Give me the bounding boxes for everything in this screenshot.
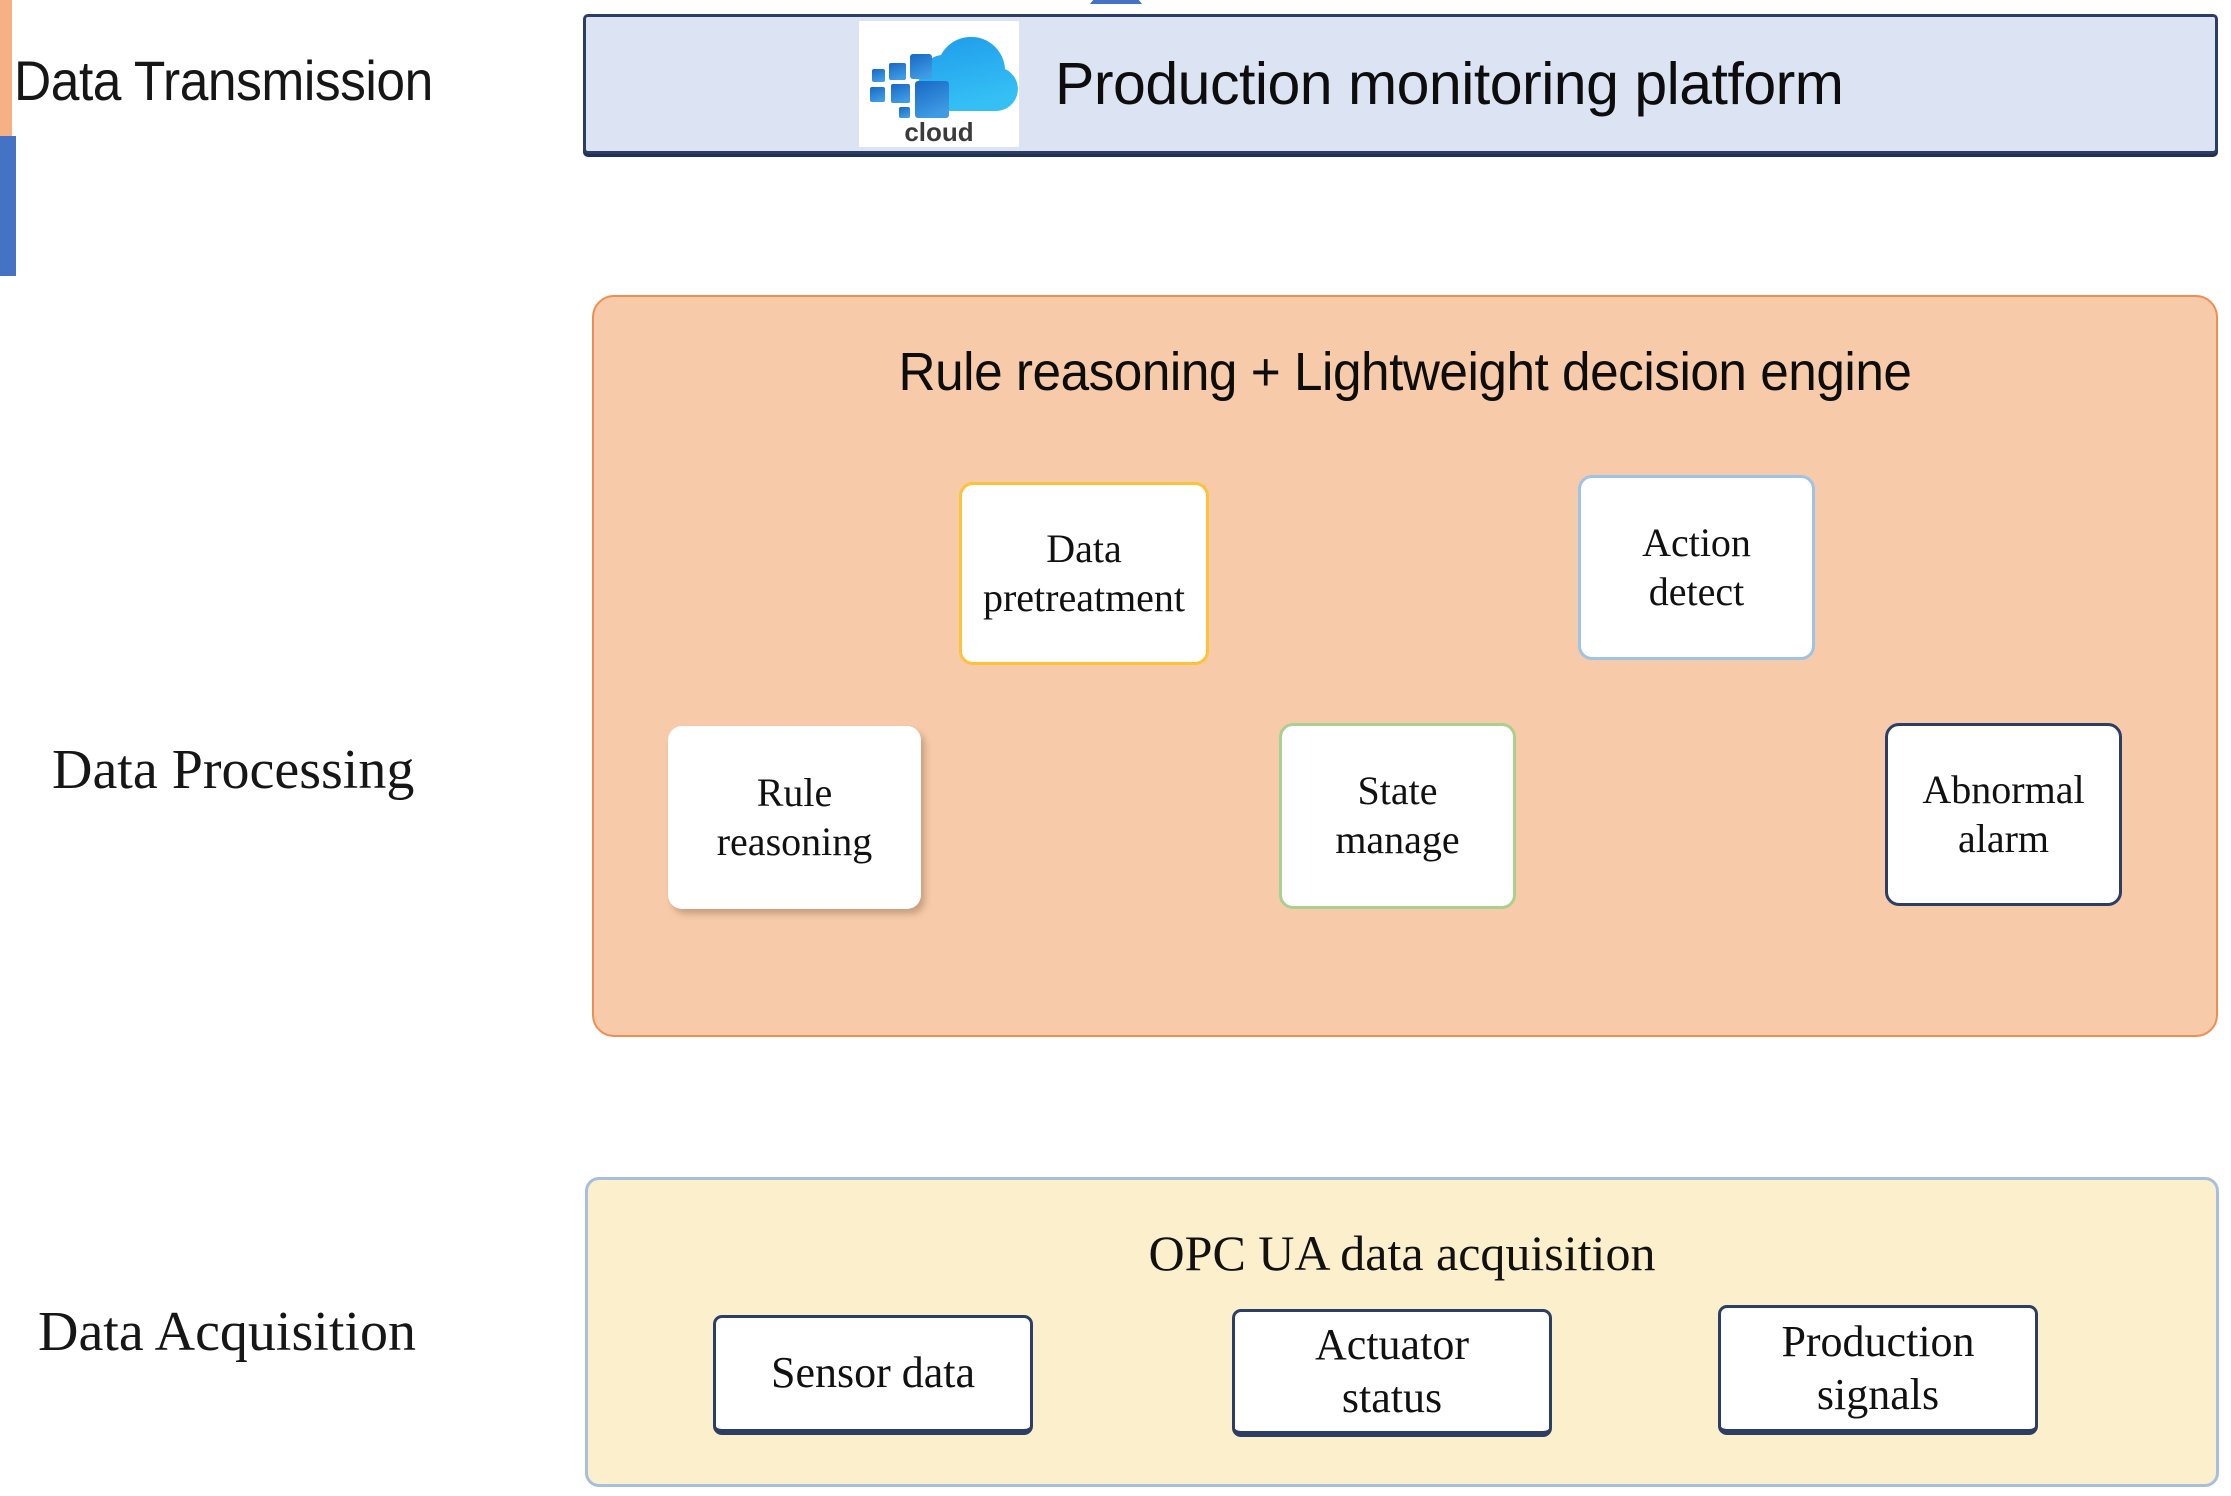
box-label-line1: Action (1642, 519, 1751, 565)
box-production-signals[interactable]: Production signals (1718, 1305, 2038, 1435)
box-label-line2: reasoning (716, 818, 873, 864)
box-abnormal-alarm[interactable]: Abnormal alarm (1885, 723, 2122, 906)
box-label-line1: Rule (756, 769, 833, 815)
box-label-line1: State (1357, 768, 1438, 814)
tier-label-data-transmission: Data Transmission (14, 49, 433, 112)
box-label-line2: manage (1335, 817, 1460, 862)
box-label-line1: Abnormal (1922, 766, 2085, 812)
box-data-pretreatment-label: Data pretreatment (983, 525, 1185, 623)
box-label-line2: status (1341, 1372, 1443, 1422)
acquisition-panel-title: OPC UA data acquisition (1148, 1225, 1656, 1281)
box-abnormal-alarm-label: Abnormal alarm (1922, 766, 2084, 864)
platform-title: Production monitoring platform (1055, 51, 1844, 117)
svg-text:cloud: cloud (904, 117, 973, 147)
box-rule-reasoning-label: Rule reasoning (717, 769, 873, 867)
box-label-line1: Production (1781, 1316, 1975, 1366)
box-sensor-data-label: Sensor data (770, 1348, 976, 1398)
tier-label-data-acquisition: Data Acquisition (38, 1301, 416, 1363)
box-action-detect-label: Action detect (1642, 519, 1751, 617)
arrow-acquisition-to-processing (0, 136, 16, 276)
box-label-line1: Data (1046, 525, 1122, 571)
box-action-detect[interactable]: Action detect (1578, 475, 1815, 660)
box-data-pretreatment[interactable]: Data pretreatment (959, 482, 1209, 665)
box-label-line2: detect (1648, 568, 1745, 614)
box-state-manage-label: State manage (1335, 767, 1459, 865)
arrow-processing-to-transmission (0, 0, 12, 136)
data-processing-panel: Rule reasoning + Lightweight decision en… (592, 295, 2218, 1037)
box-label-line2: signals (1816, 1369, 1940, 1419)
box-production-signals-label: Production signals (1781, 1316, 1974, 1422)
box-actuator-status-label: Actuator status (1315, 1319, 1469, 1425)
tier-label-data-processing: Data Processing (52, 739, 415, 801)
box-rule-reasoning[interactable]: Rule reasoning (668, 726, 921, 909)
box-state-manage[interactable]: State manage (1279, 723, 1516, 909)
box-actuator-status[interactable]: Actuator status (1232, 1309, 1552, 1437)
production-monitoring-platform-bar[interactable]: cloud Production monitoring platform (583, 14, 2218, 154)
processing-panel-title: Rule reasoning + Lightweight decision en… (898, 342, 1912, 402)
cloud-icon: cloud (859, 21, 1019, 147)
box-label-line2: pretreatment (982, 574, 1186, 620)
box-label-line1: Actuator (1315, 1319, 1469, 1369)
box-label-line2: alarm (1957, 815, 2050, 861)
box-sensor-data[interactable]: Sensor data (713, 1315, 1033, 1435)
